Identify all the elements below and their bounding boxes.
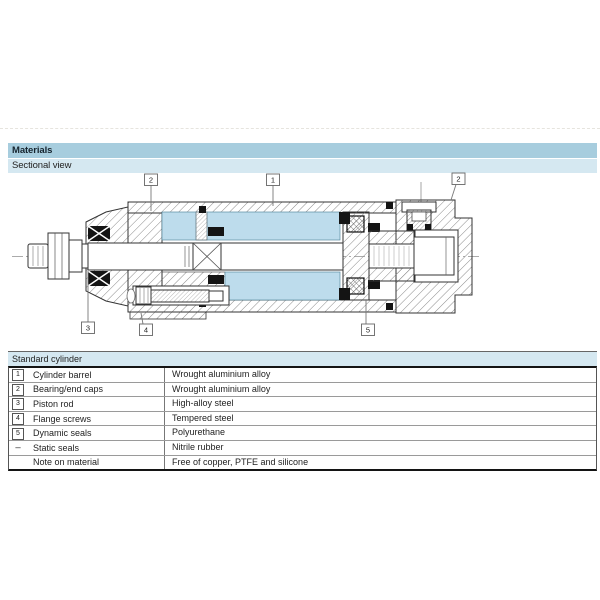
svg-text:2: 2 <box>456 175 460 184</box>
rod-end-right <box>368 229 459 283</box>
port-fitting <box>401 201 437 231</box>
row-ref-badge: 1 <box>12 369 24 382</box>
row-ref-badge: 4 <box>12 413 24 426</box>
callout-bearing-cap-left: 2 <box>144 173 158 186</box>
table-row: 2 Bearing/end caps Wrought aluminium all… <box>9 382 596 398</box>
table-row: 1 Cylinder barrel Wrought aluminium allo… <box>9 368 596 383</box>
table-row: – Static seals Nitrile rubber <box>9 440 596 456</box>
table-row: 4 Flange screws Tempered steel <box>9 411 596 427</box>
row-material-value: Tempered steel <box>164 411 596 426</box>
row-item-label: Cylinder barrel <box>33 369 92 380</box>
svg-text:1: 1 <box>271 176 275 185</box>
callout-leaders <box>87 184 457 325</box>
row-item-label: Note on material <box>33 457 100 468</box>
svg-text:3: 3 <box>86 324 90 333</box>
callout-bearing-cap-right: 2 <box>451 172 466 185</box>
svg-text:2: 2 <box>149 176 153 185</box>
callout-piston-rod: 3 <box>81 321 95 334</box>
table-row: 3 Piston rod High-alloy steel <box>9 397 596 412</box>
row-ref-badge: 3 <box>12 398 24 411</box>
row-ref-badge: 5 <box>12 427 24 440</box>
row-item-label: Piston rod <box>33 398 74 409</box>
row-material-value: Wrought aluminium alloy <box>164 368 596 382</box>
svg-text:5: 5 <box>366 326 370 335</box>
row-material-value: Polyurethane <box>164 426 596 440</box>
materials-table: Standard cylinder 1 Cylinder barrel Wrou… <box>8 351 597 472</box>
row-ref-badge <box>12 455 24 467</box>
sectional-view-label: Sectional view <box>8 159 597 173</box>
table-title: Standard cylinder <box>8 351 597 366</box>
row-material-value: High-alloy steel <box>164 397 596 411</box>
row-material-value: Free of copper, PTFE and silicone <box>164 455 596 470</box>
callout-cylinder-barrel: 1 <box>266 173 280 186</box>
row-item-label: Flange screws <box>33 413 92 424</box>
row-item-label: Bearing/end caps <box>33 384 104 395</box>
flange-screw <box>126 285 230 320</box>
table-row: Note on material Free of copper, PTFE an… <box>9 455 596 470</box>
row-material-value: Wrought aluminium alloy <box>164 382 596 397</box>
cushioning-sleeves <box>161 211 341 301</box>
row-item-label: Static seals <box>33 442 80 453</box>
piston <box>339 211 380 301</box>
piston-rod <box>27 232 344 280</box>
callout-flange-screws: 4 <box>139 323 153 336</box>
table-body: 1 Cylinder barrel Wrought aluminium allo… <box>8 366 597 472</box>
row-item-label: Dynamic seals <box>33 428 92 439</box>
table-row: 5 Dynamic seals Polyurethane <box>9 426 596 441</box>
callout-dynamic-seals: 5 <box>361 323 375 336</box>
row-ref-badge: 2 <box>12 383 24 396</box>
dynamic-seals <box>87 225 224 287</box>
materials-header: Materials <box>8 143 597 158</box>
row-ref-badge: – <box>15 441 21 453</box>
row-material-value: Nitrile rubber <box>164 440 596 455</box>
page-divider-line <box>0 128 600 129</box>
svg-text:4: 4 <box>144 326 148 335</box>
